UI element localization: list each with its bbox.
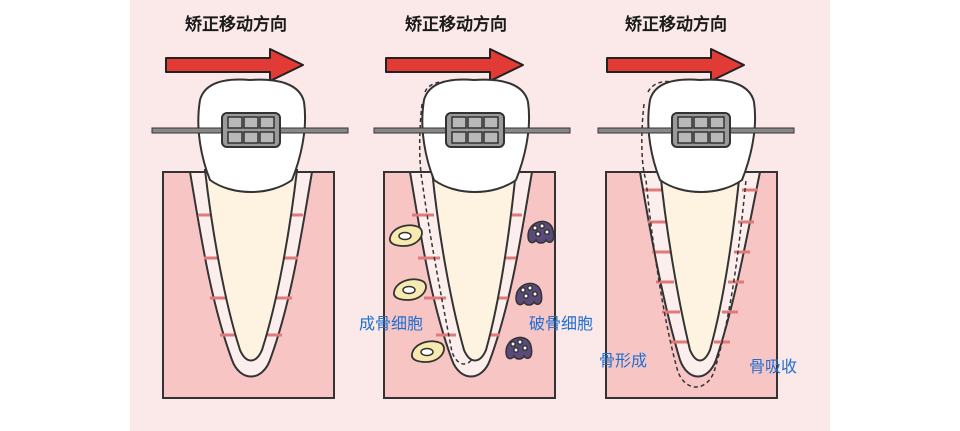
panel-2-title: 矫正移动方向 [405,14,507,35]
panel-2-fibers [412,213,522,337]
osteoclast-cell [527,220,555,244]
panel-2-tooth-root [430,169,518,362]
osteoclast-cell [505,336,533,360]
panel-2-previous-tooth-outline [418,80,477,365]
panel-1-tooth-root [203,169,299,362]
panel-3: 矫正移动方向 骨形成 骨吸收 [597,14,797,399]
panel-2: 矫正移动方向 [359,14,593,399]
osteoclast-cell [515,282,543,306]
panel-1-bracket [221,112,281,148]
panel-1-direction-arrow [165,48,304,82]
panel-3-previous-socket-outline [641,80,747,388]
osteoblast-cell [389,224,423,247]
panel-3-title: 矫正移动方向 [625,14,727,35]
panel-3-right-label: 骨吸收 [749,357,797,376]
panel-3-direction-arrow [606,48,745,82]
panel-3-left-label: 骨形成 [599,351,647,370]
panel-3-bracket [671,112,731,148]
panel-2-right-label: 破骨细胞 [529,314,593,333]
panel-1: 矫正移动方向 [151,14,349,399]
panel-2-osteoblasts [389,224,445,363]
panel-2-direction-arrow [385,48,524,82]
osteoblast-cell [393,278,427,301]
panel-3-fibers [644,188,758,344]
osteoblast-cell [411,340,445,363]
panel-2-osteoclasts [505,220,555,360]
panel-3-tooth-root [658,169,742,362]
panel-2-left-label: 成骨细胞 [359,314,423,333]
panel-1-title: 矫正移动方向 [185,14,287,35]
panel-2-bracket [445,112,505,148]
